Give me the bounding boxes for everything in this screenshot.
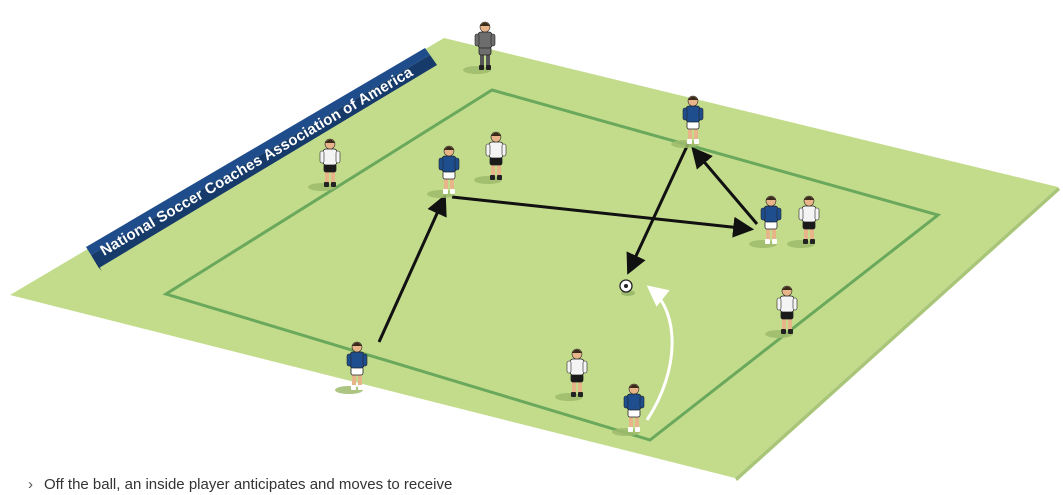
coaching-point-text: Off the ball, an inside player anticipat…: [44, 476, 452, 493]
field-surface: [10, 38, 1058, 478]
coaching-point: ›Off the ball, an inside player anticipa…: [28, 476, 1028, 495]
bullet-icon: ›: [28, 476, 44, 493]
